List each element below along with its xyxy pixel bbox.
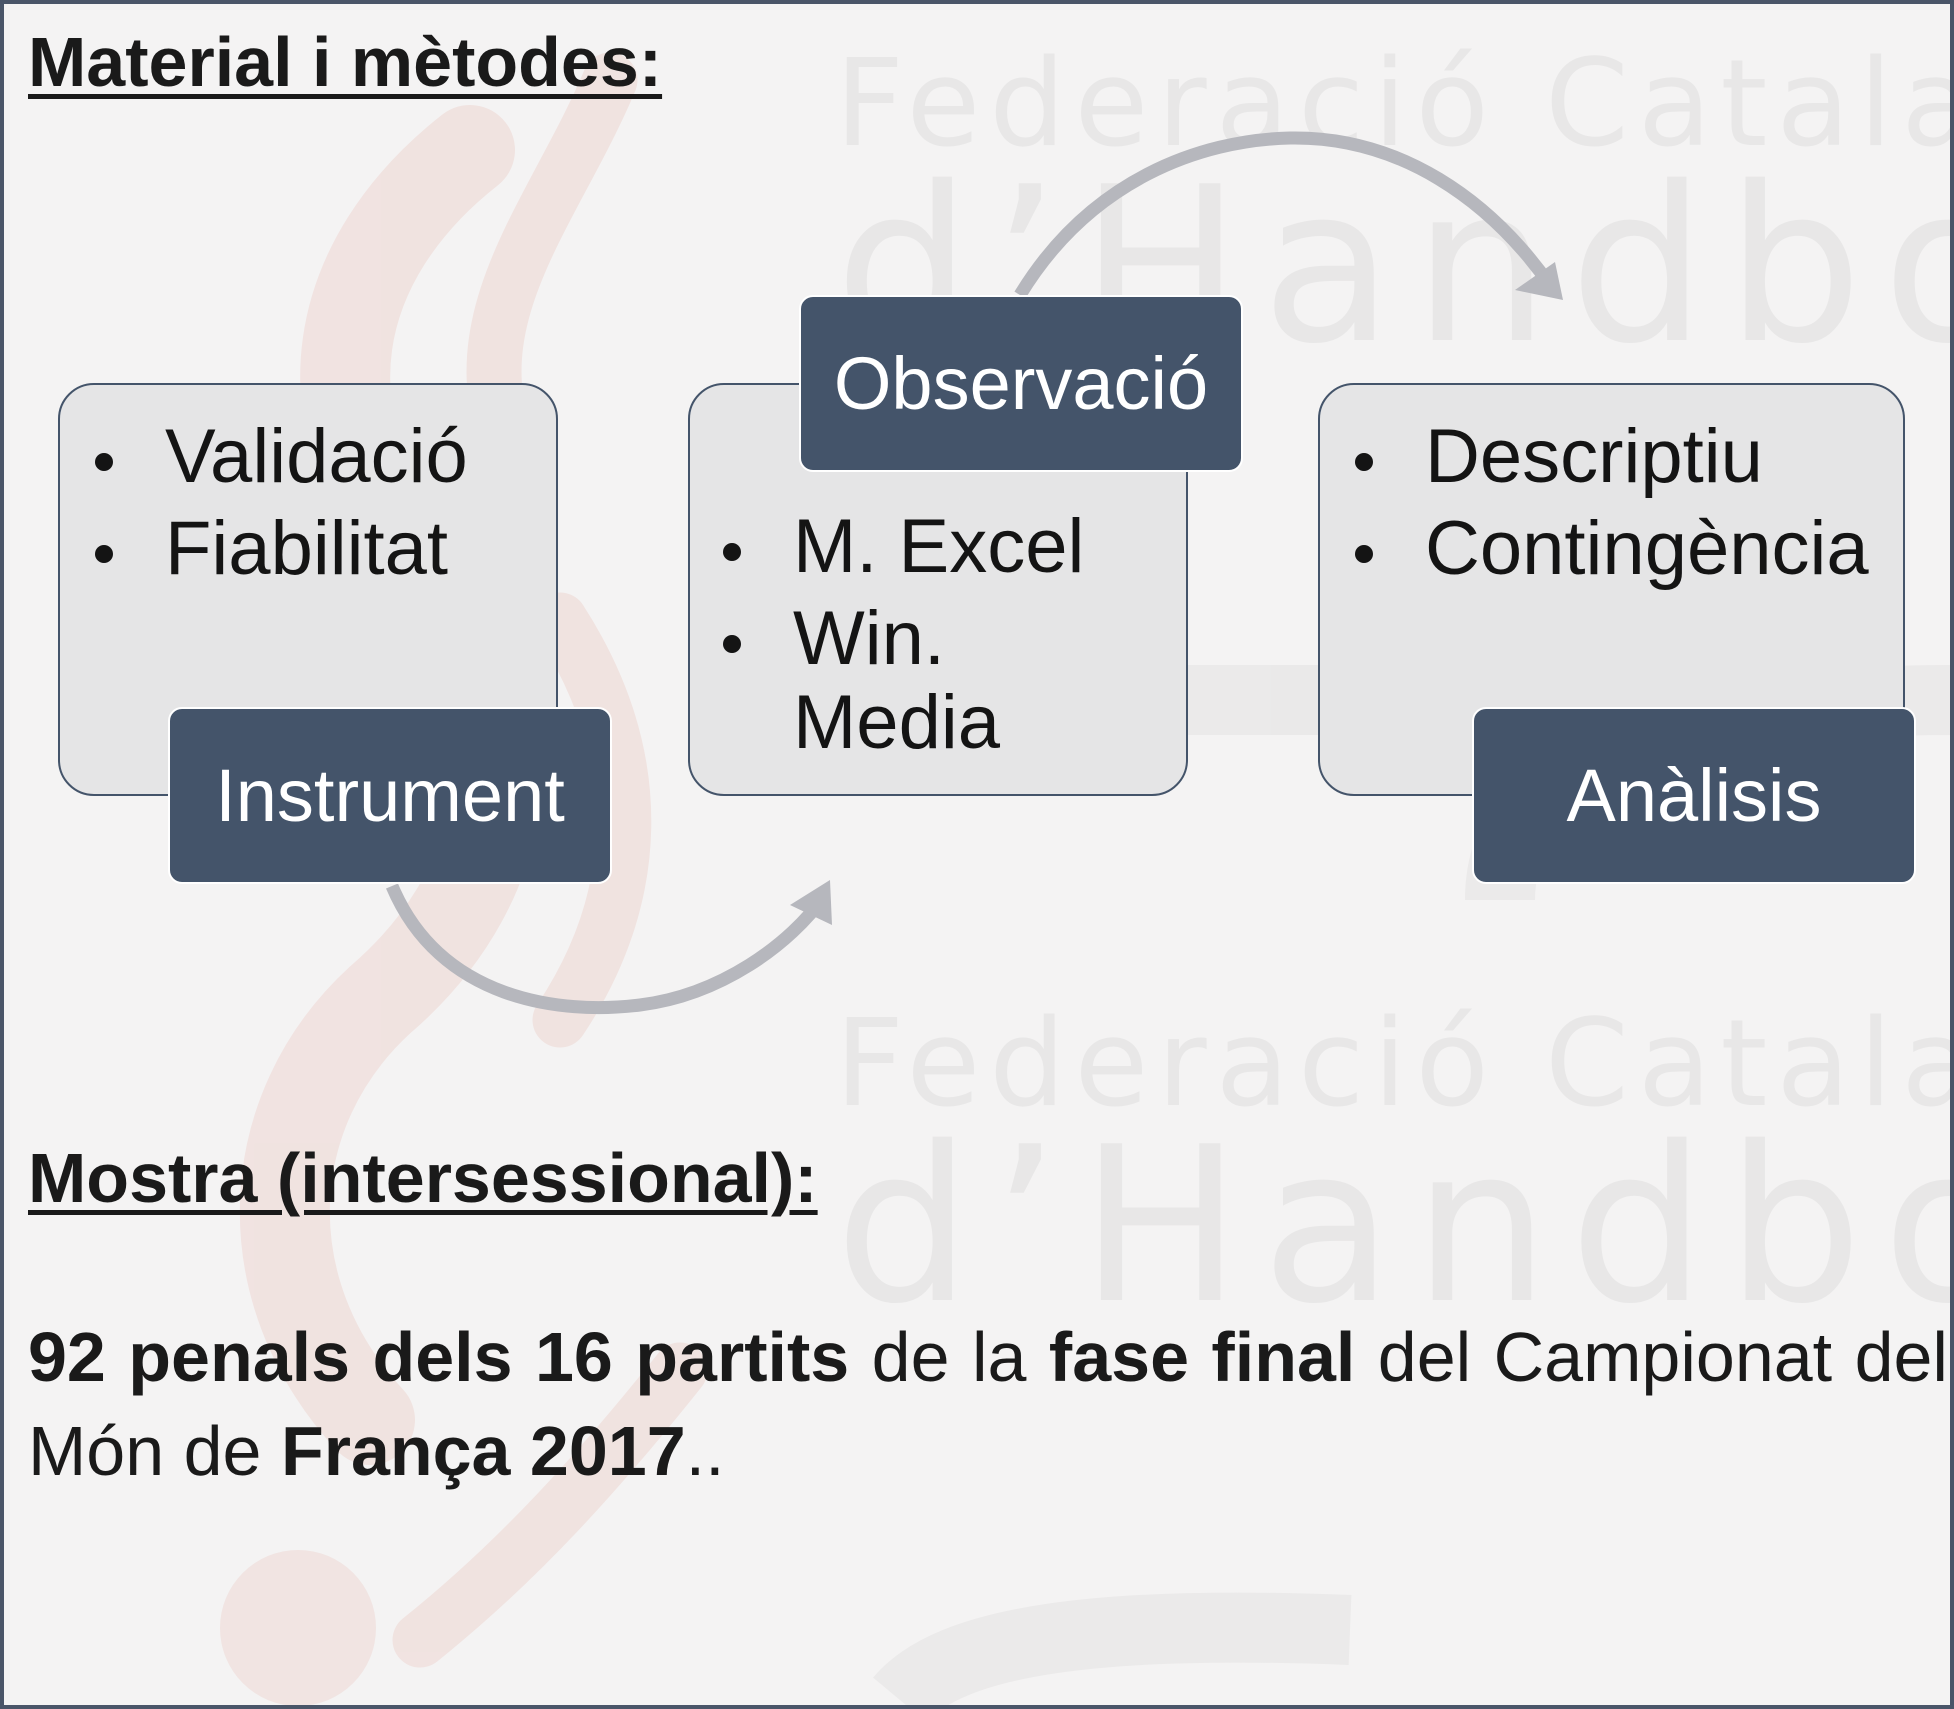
- arrow-instrument-to-observacio: [386, 883, 831, 1015]
- section-heading-sample: Mostra (intersessional):: [28, 1139, 818, 1217]
- step-label-observacio: Observació: [799, 295, 1243, 472]
- list-item: Win. Media: [723, 597, 1053, 765]
- list-item: Descriptiu: [1355, 415, 1895, 499]
- sample-description: 92 penals dels 16 partits de la fase fin…: [28, 1310, 1948, 1498]
- text-bold: fase final: [1048, 1318, 1356, 1396]
- list-item: Validació: [95, 415, 535, 499]
- text-bold: 92 penals dels 16 partits: [28, 1318, 850, 1396]
- text-regular: de la: [849, 1318, 1049, 1396]
- text-regular: ..: [685, 1412, 725, 1490]
- step-list-instrument: Validació Fiabilitat: [95, 415, 535, 599]
- step-list-analisis: Descriptiu Contingència: [1355, 415, 1895, 599]
- list-item: M. Excel: [723, 505, 1163, 589]
- text-bold: França 2017: [280, 1412, 686, 1490]
- watermark-line: d’Handbol: [835, 1100, 1954, 1351]
- arrow-head-1: [790, 880, 832, 925]
- text-regular: del Campionat del Món de: [28, 1318, 1948, 1490]
- step-label-instrument: Instrument: [168, 707, 612, 884]
- section-heading-methods: Material i mètodes:: [28, 23, 663, 101]
- list-item: Contingència: [1355, 507, 1895, 591]
- step-label-analisis: Anàlisis: [1472, 707, 1916, 884]
- arrow-observacio-to-analisis: [1014, 131, 1556, 299]
- arrow-head-2: [1515, 262, 1563, 300]
- watermark-line: Federació Catalana: [835, 995, 1954, 1134]
- list-item: Fiabilitat: [95, 507, 535, 591]
- step-list-observacio: M. Excel Win. Media: [723, 505, 1163, 773]
